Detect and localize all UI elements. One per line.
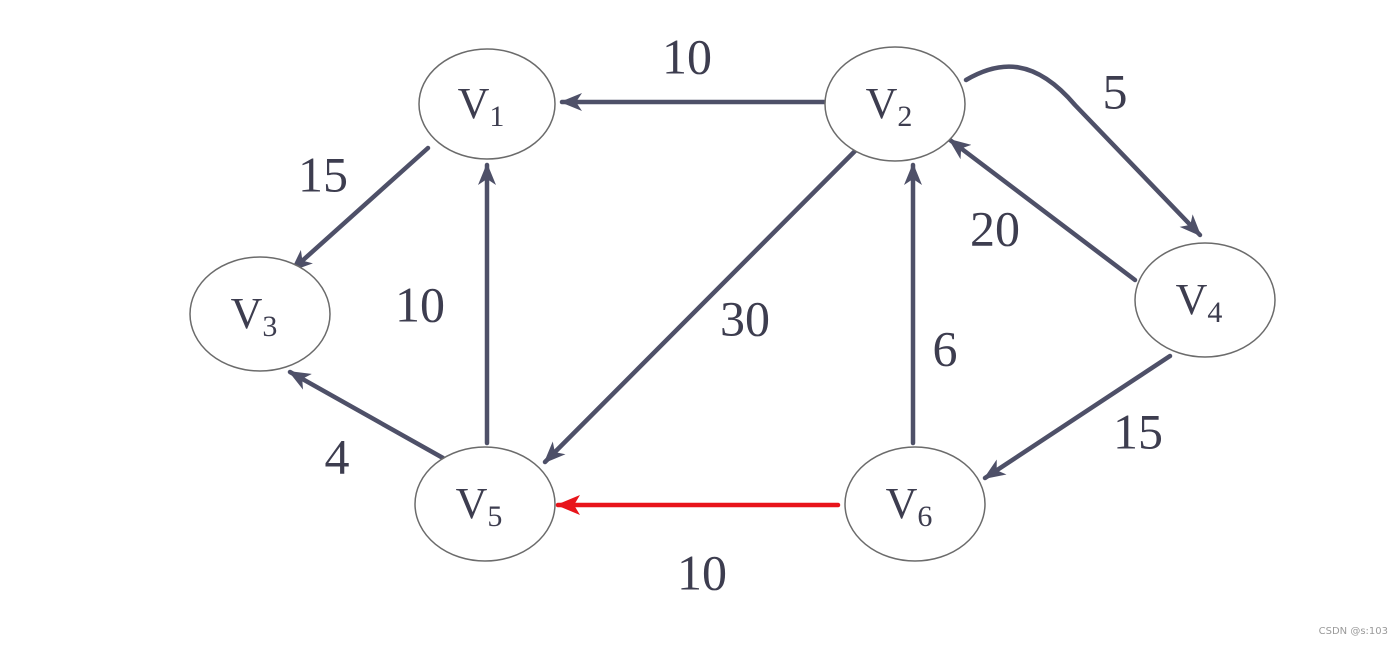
weight-label-v2-v1: 10 xyxy=(662,28,712,84)
node-v5: V5 xyxy=(414,446,556,562)
node-label-base: V xyxy=(456,479,488,528)
node-label-subscript: 3 xyxy=(262,310,277,343)
node-label-v2: V2 xyxy=(866,79,913,133)
edge-v5-to-v3 xyxy=(287,369,446,461)
node-v1: V1 xyxy=(418,48,556,160)
node-label-subscript: 1 xyxy=(489,100,504,133)
edge-v2-to-v4 xyxy=(963,64,1203,238)
node-ellipse-v5 xyxy=(414,446,556,562)
watermark: CSDN @s:103 xyxy=(1318,626,1388,637)
node-v6: V6 xyxy=(844,446,986,562)
node-ellipse-v2 xyxy=(824,46,966,162)
node-label-base: V xyxy=(1176,275,1208,324)
node-label-v1: V1 xyxy=(458,79,505,133)
node-label-base: V xyxy=(886,479,918,528)
weight-label-v5-v1: 10 xyxy=(395,276,445,332)
node-v2: V2 xyxy=(824,46,966,162)
edge-v1-to-v3 xyxy=(289,145,431,273)
node-label-v4: V4 xyxy=(1176,275,1223,329)
node-label-base: V xyxy=(458,79,490,128)
weight-label-v2-v5: 30 xyxy=(720,290,770,346)
edge-v4-to-v6 xyxy=(982,353,1173,481)
node-ellipse-v6 xyxy=(844,446,986,562)
node-label-subscript: 4 xyxy=(1207,296,1222,329)
weight-label-v4-v2: 20 xyxy=(970,200,1020,256)
node-ellipse-v4 xyxy=(1134,242,1276,358)
weight-label-v4-v6: 15 xyxy=(1113,403,1163,459)
node-label-base: V xyxy=(231,289,263,338)
edge-v2-to-v5 xyxy=(542,145,861,465)
edge-v4-to-v2 xyxy=(947,137,1138,283)
node-ellipse-v3 xyxy=(189,256,331,372)
node-label-base: V xyxy=(866,79,898,128)
node-label-subscript: 2 xyxy=(897,100,912,133)
weight-label-v6-v2: 6 xyxy=(933,320,958,376)
weight-label-v1-v3: 15 xyxy=(298,146,348,202)
node-label-v3: V3 xyxy=(231,289,278,343)
weight-label-v5-v3: 4 xyxy=(325,428,350,484)
node-label-subscript: 5 xyxy=(487,500,502,533)
node-v4: V4 xyxy=(1134,242,1276,358)
node-ellipse-v1 xyxy=(418,48,556,160)
node-v3: V3 xyxy=(189,256,331,372)
node-label-v6: V6 xyxy=(886,479,933,533)
weight-label-v2-v4: 5 xyxy=(1103,63,1128,119)
node-label-subscript: 6 xyxy=(917,500,932,533)
edges-layer xyxy=(287,64,1203,515)
node-label-v5: V5 xyxy=(456,479,503,533)
weight-label-v6-v5: 10 xyxy=(677,544,727,600)
